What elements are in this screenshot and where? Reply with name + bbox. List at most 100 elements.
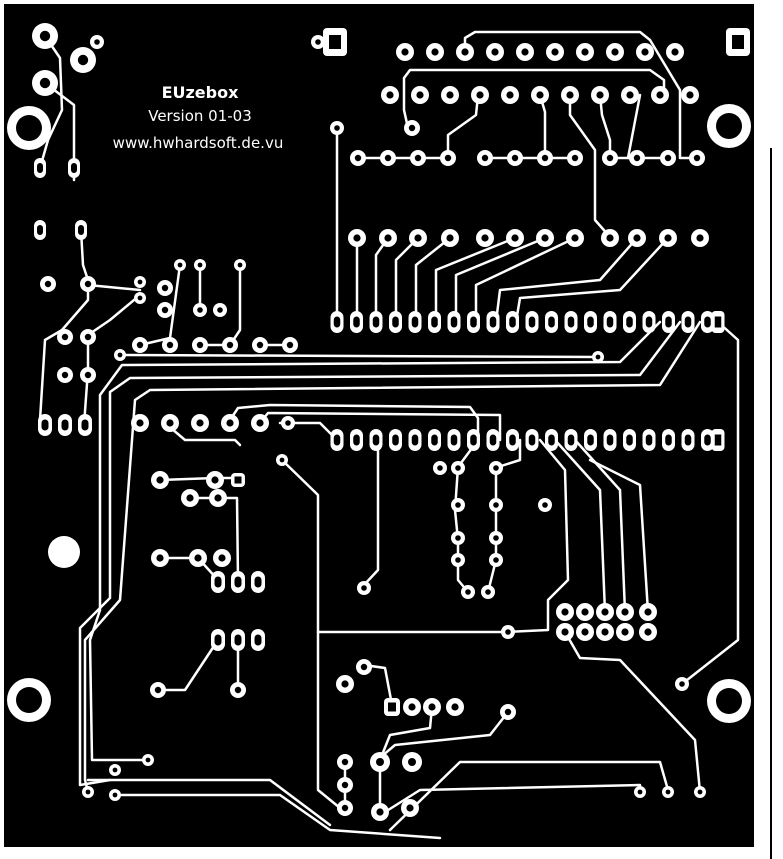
pad-hole: [166, 341, 174, 349]
pad-hole: [117, 352, 123, 358]
pad-hole: [451, 703, 459, 711]
pad-hole: [37, 163, 43, 173]
pad-hole: [548, 316, 555, 328]
pad-hole: [455, 535, 461, 541]
pad-hole: [333, 316, 341, 328]
board-title: EUzebox: [162, 83, 240, 102]
pad-hole: [601, 608, 609, 616]
pad-hole: [401, 48, 409, 56]
pad-hole: [511, 234, 519, 242]
pad-hole: [217, 307, 223, 313]
pad-hole: [372, 316, 380, 328]
pad-hole: [491, 48, 499, 56]
pad-hole: [411, 316, 419, 328]
pad-hole: [704, 316, 711, 328]
pad-hole: [541, 234, 549, 242]
pad-hole: [408, 758, 416, 766]
pad-hole: [548, 434, 555, 446]
pad-hole: [664, 154, 672, 162]
pad-hole: [341, 758, 349, 766]
pad-hole: [41, 419, 49, 431]
pad-hole: [353, 434, 360, 446]
pad-hole: [254, 576, 262, 588]
pad-hole: [214, 494, 222, 502]
mounting-hole: [16, 687, 42, 713]
pad-hole: [732, 35, 744, 49]
pad-hole: [595, 354, 601, 360]
pad-hole: [112, 767, 118, 773]
pad-hole: [372, 434, 380, 446]
pad-hole: [581, 48, 589, 56]
pad-hole: [234, 476, 242, 484]
pad-hole: [341, 781, 349, 789]
pad-hole: [509, 316, 516, 328]
pad-hole: [416, 91, 424, 99]
pad-hole: [226, 419, 234, 427]
pad-hole: [601, 628, 609, 636]
pad-hole: [392, 434, 399, 446]
pad-hole: [136, 419, 144, 427]
pad-hole: [493, 465, 499, 471]
pad-hole: [505, 629, 511, 635]
pad-hole: [341, 680, 349, 688]
pad-hole: [177, 262, 183, 268]
pad-hole: [450, 316, 458, 328]
pad-hole: [637, 789, 643, 795]
pad-hole: [428, 703, 436, 711]
pad-hole: [84, 280, 92, 288]
pad-hole: [704, 434, 711, 446]
pad-hole: [485, 589, 491, 595]
pad-hole: [71, 163, 77, 173]
pad-hole: [411, 434, 419, 446]
pad-hole: [697, 789, 703, 795]
mounting-holes: [7, 104, 751, 723]
pad-hole: [341, 804, 349, 812]
pad-hole: [606, 434, 614, 446]
pad-hole: [509, 434, 516, 446]
pad-hole: [78, 225, 84, 235]
pad-hole: [644, 628, 652, 636]
pad-hole: [504, 708, 512, 716]
pad-hole: [645, 434, 653, 446]
pad-hole: [561, 608, 569, 616]
pad-hole: [211, 476, 219, 484]
pad-hole: [376, 808, 384, 816]
pad-hole: [194, 554, 202, 562]
pad-hole: [493, 557, 499, 563]
pad-hole: [94, 39, 100, 45]
pad-hole: [315, 39, 321, 45]
pad-hole: [446, 91, 454, 99]
pad-hole: [665, 316, 672, 328]
pad-hole: [237, 262, 243, 268]
pad-hole: [645, 316, 653, 328]
pad-hole: [156, 476, 164, 484]
pad-hole: [408, 703, 416, 711]
pad-hole: [455, 557, 461, 563]
pad-hole: [551, 48, 559, 56]
pad-hole: [353, 234, 361, 242]
pad-hole: [286, 341, 294, 349]
pad-hole: [234, 576, 242, 588]
pad-hole: [606, 316, 614, 328]
pad-hole: [686, 91, 694, 99]
pad-hole: [285, 420, 291, 426]
pad-hole: [481, 234, 489, 242]
pad-hole: [633, 234, 641, 242]
pad-hole: [39, 77, 51, 89]
pad-hole: [406, 804, 414, 812]
pad-hole: [166, 419, 174, 427]
pad-hole: [431, 48, 439, 56]
pad-hole: [465, 589, 471, 595]
pad-hole: [493, 502, 499, 508]
pad-hole: [455, 502, 461, 508]
pad-hole: [679, 681, 685, 687]
pad-hole: [633, 154, 641, 162]
pad-hole: [506, 91, 514, 99]
pad-hole: [353, 316, 360, 328]
pad-hole: [431, 316, 438, 328]
pad-hole: [218, 554, 226, 562]
pad-hole: [333, 434, 341, 446]
pad-hole: [137, 279, 143, 285]
pad-hole: [376, 758, 384, 766]
